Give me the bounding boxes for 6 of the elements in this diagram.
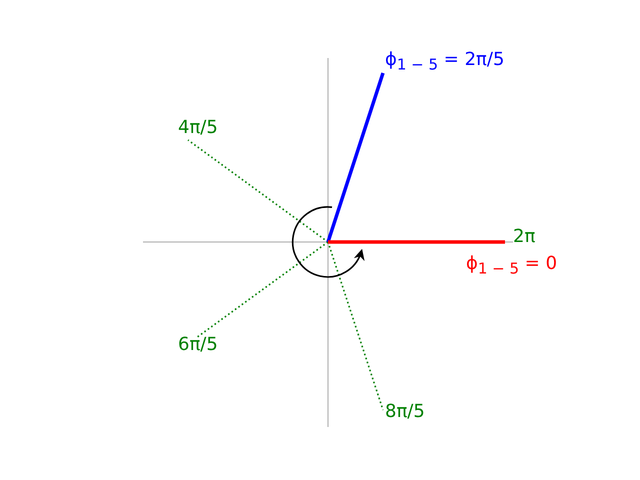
angle-label: 8π/5	[385, 403, 425, 421]
angle-label: 2π	[513, 228, 536, 246]
angle-label: 6π/5	[178, 336, 218, 354]
angle-label: 4π/5	[178, 119, 218, 137]
angle-label: ϕ$_{1 − 5}$ = 2π/5	[385, 51, 504, 73]
angle-label: ϕ$_{1 − 5}$ = 0	[466, 255, 558, 277]
